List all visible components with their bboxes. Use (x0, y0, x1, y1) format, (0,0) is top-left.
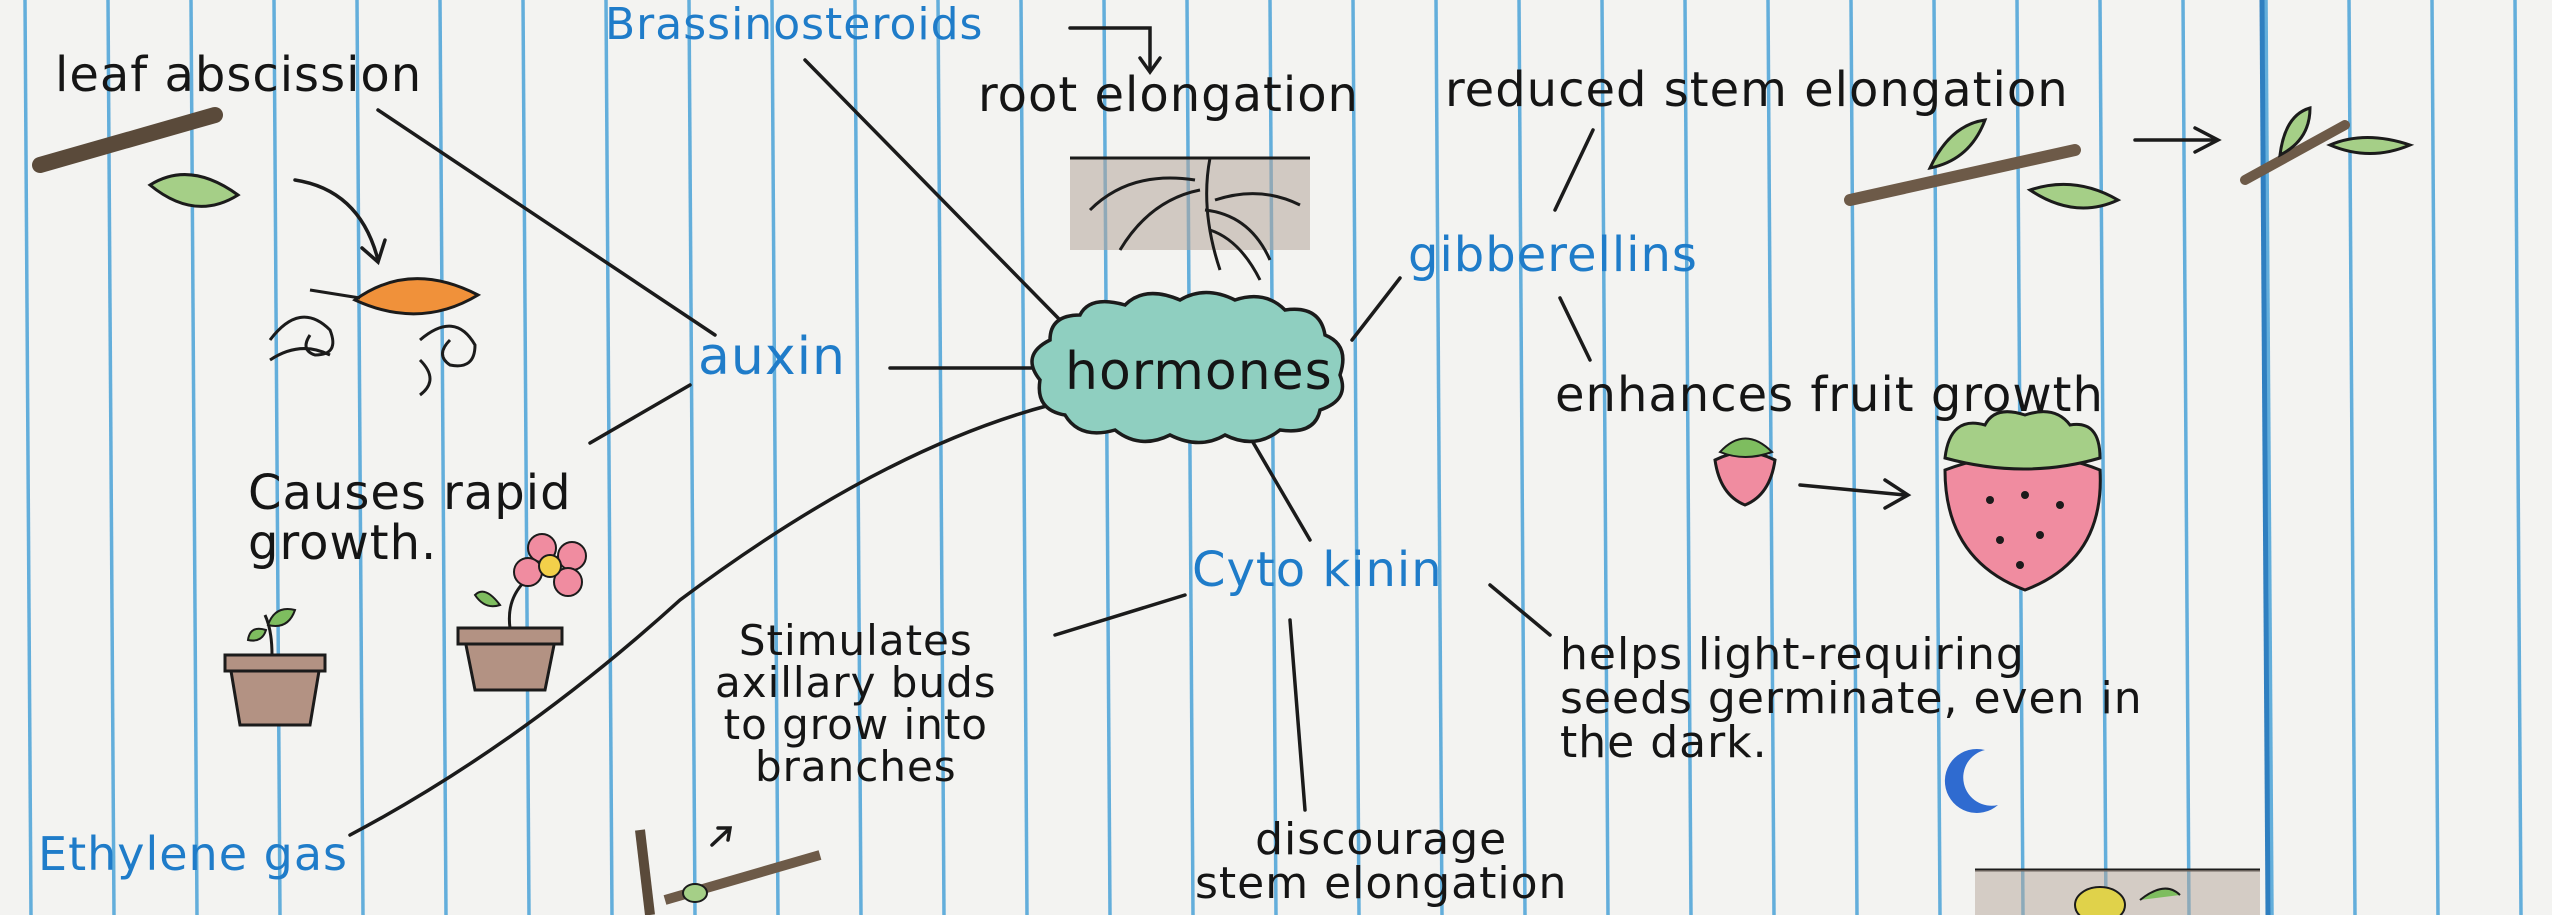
leaf-on-branch-icon (40, 115, 238, 206)
ruled-line (2515, 0, 2521, 915)
ruled-line (274, 0, 280, 915)
ruled-line (689, 0, 695, 915)
leaf-abscission-label: leaf abscission (55, 50, 422, 100)
root-elongation-label: root elongation (978, 70, 1359, 120)
ruled-line (1436, 0, 1442, 915)
ruled-line (1934, 0, 1940, 915)
axillary-buds-label: Stimulates axillary buds to grow into br… (715, 620, 997, 788)
discourage-line-1: discourage (1195, 818, 1567, 862)
discourage-stem-label: discourage stem elongation (1195, 818, 1567, 906)
ruled-line (1104, 0, 1110, 915)
rapid-growth-line-1: Causes rapid (248, 468, 572, 518)
ruled-line (25, 0, 31, 915)
brassinosteroids-label: Brassinosteroids (605, 2, 983, 48)
ruled-line (2432, 0, 2438, 915)
ruled-lines (25, 0, 2521, 915)
axillary-line-2: axillary buds (715, 662, 997, 704)
rapid-growth-label: Causes rapid growth. (248, 468, 572, 569)
ruled-line (523, 0, 529, 915)
light-seeds-line-1: helps light-requiring (1560, 633, 2143, 677)
axillary-line-4: branches (715, 746, 997, 788)
light-seeds-line-3: the dark. (1560, 721, 2143, 765)
ruled-line (1519, 0, 1525, 915)
ruled-line (357, 0, 363, 915)
cytokinin-label: Cyto kinin (1192, 545, 1443, 595)
discourage-line-2: stem elongation (1195, 862, 1567, 906)
rapid-growth-line-2: growth. (248, 518, 572, 568)
axillary-line-1: Stimulates (715, 620, 997, 662)
hormones-label: hormones (1065, 345, 1333, 400)
ruled-line (2183, 0, 2189, 915)
strawberry-small-icon (1715, 439, 1775, 506)
ruled-line (1851, 0, 1857, 915)
ruled-line (1187, 0, 1193, 915)
auxin-label: auxin (698, 330, 846, 385)
ruled-line (1270, 0, 1276, 915)
light-seeds-label: helps light-requiring seeds germinate, e… (1560, 633, 2143, 765)
ruled-line (606, 0, 612, 915)
strawberry-large-icon (1945, 412, 2100, 590)
ruled-line (191, 0, 197, 915)
axillary-line-3: to grow into (715, 704, 997, 746)
reduced-stem-label: reduced stem elongation (1445, 65, 2069, 115)
sprout-pot-icon (225, 609, 325, 725)
ethylene-label: Ethylene gas (38, 830, 348, 878)
gibberellins-label: gibberellins (1408, 230, 1698, 280)
ruled-line (1685, 0, 1691, 915)
ruled-line (1353, 0, 1359, 915)
ruled-line (440, 0, 446, 915)
light-seeds-line-2: seeds germinate, even in (1560, 677, 2143, 721)
falling-leaf-icon (310, 279, 478, 314)
ruled-line (1602, 0, 1608, 915)
fruit-growth-label: enhances fruit growth (1555, 370, 2104, 420)
ruled-line (1021, 0, 1027, 915)
